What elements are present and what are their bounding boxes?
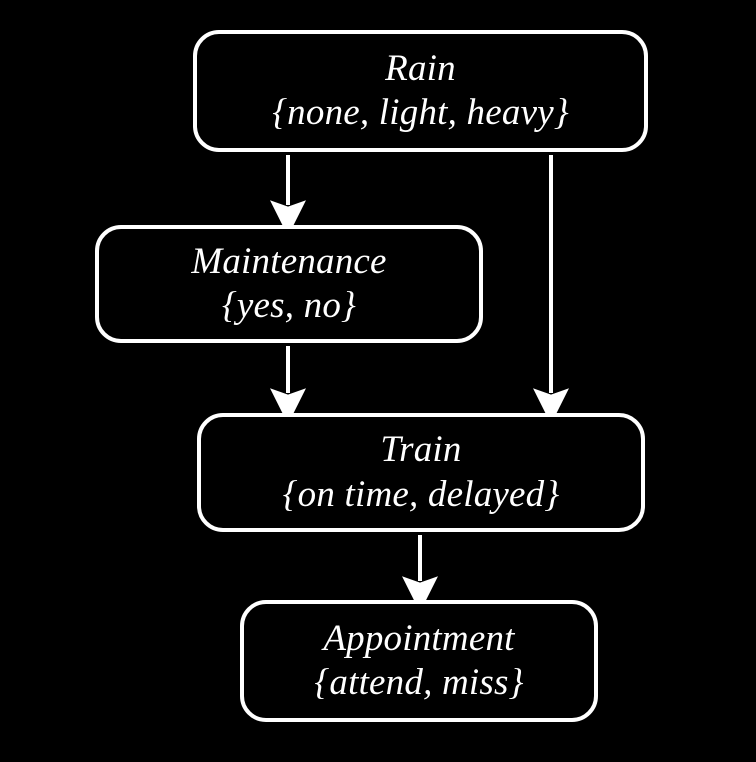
node-maintenance-states: {yes, no} <box>221 285 357 326</box>
node-appointment-states: {attend, miss} <box>314 662 524 703</box>
node-train[interactable]: Train {on time, delayed} <box>197 413 645 532</box>
node-appointment[interactable]: Appointment {attend, miss} <box>240 600 598 722</box>
node-rain[interactable]: Rain {none, light, heavy} <box>193 30 648 152</box>
node-train-title: Train <box>380 429 462 471</box>
node-maintenance[interactable]: Maintenance {yes, no} <box>95 225 483 343</box>
node-maintenance-title: Maintenance <box>191 240 387 282</box>
node-rain-title: Rain <box>385 47 456 89</box>
node-appointment-title: Appointment <box>323 617 515 659</box>
node-train-states: {on time, delayed} <box>282 473 560 515</box>
node-rain-states: {none, light, heavy} <box>272 92 569 133</box>
